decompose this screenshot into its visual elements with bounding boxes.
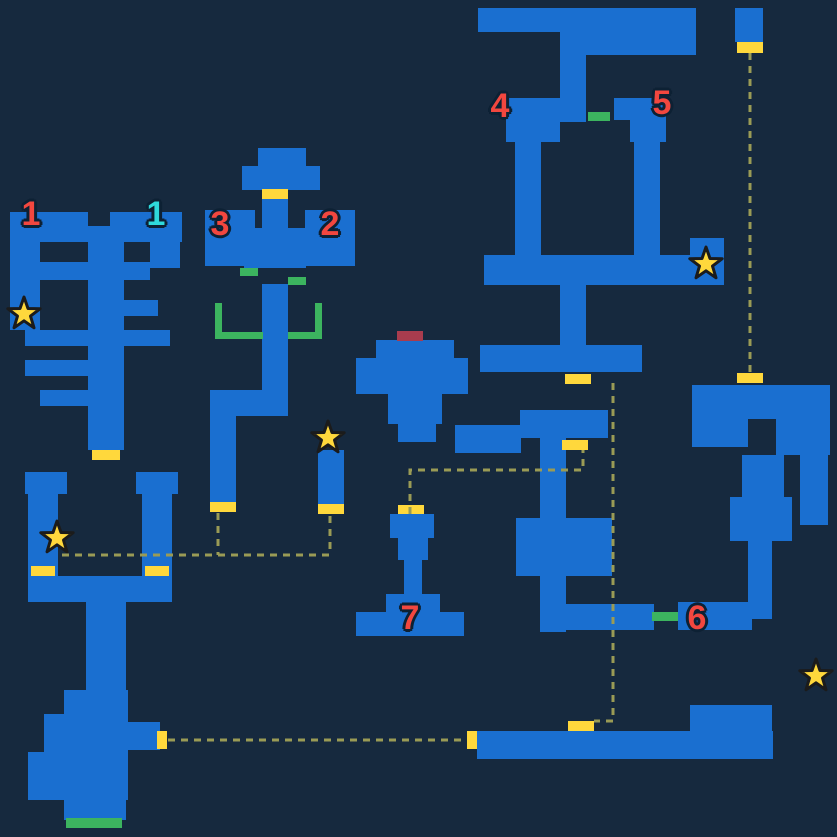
star-marker <box>6 295 42 330</box>
door-marker <box>145 566 169 576</box>
door-marker <box>565 374 591 384</box>
mid-complex-tile <box>520 410 608 438</box>
bottom-left-boot-tile <box>64 690 128 718</box>
goblet-tile <box>398 538 428 560</box>
door-marker <box>737 42 763 53</box>
goblet-tile <box>390 514 434 538</box>
bottom-left-boot-tile <box>25 472 67 494</box>
mid-complex-tile <box>455 425 521 453</box>
door-marker <box>92 450 120 460</box>
green-marker <box>652 612 678 621</box>
right-complex-tile <box>776 405 830 455</box>
door-marker <box>262 189 288 199</box>
map-label-1-cyan: 1 <box>146 195 166 233</box>
bottom-corridor-tile <box>690 705 772 731</box>
door-marker <box>31 566 55 576</box>
goblet-tile <box>356 612 464 636</box>
star-marker <box>310 419 346 454</box>
red-marker <box>397 331 423 341</box>
bottom-left-boot-tile <box>64 786 126 820</box>
map-hole <box>88 212 110 226</box>
star-marker <box>688 245 724 280</box>
green-marker <box>588 112 610 121</box>
top-left-fishbone-tile <box>124 300 158 316</box>
door-marker <box>737 373 763 383</box>
mid-complex-tile <box>516 518 612 576</box>
map-label-5: 5 <box>652 84 672 122</box>
right-complex-tile <box>730 497 792 541</box>
map-label-1: 1 <box>21 195 41 233</box>
top-middle-dome-tile <box>244 228 306 268</box>
top-right-complex-tile <box>506 98 560 142</box>
green-marker <box>215 303 222 339</box>
top-left-fishbone-tile <box>124 262 150 280</box>
green-marker <box>315 303 322 339</box>
mid-complex-tile <box>540 438 566 518</box>
top-right-complex-tile <box>484 255 724 285</box>
bottom-left-boot-tile <box>28 576 172 602</box>
map-hole <box>614 120 630 142</box>
top-middle-dome-tile <box>305 210 355 266</box>
top-left-fishbone-tile <box>25 330 88 346</box>
center-amoeba-tile <box>388 394 442 424</box>
right-complex-tile <box>748 541 772 619</box>
right-complex-tile <box>742 455 784 497</box>
center-amoeba-tile <box>398 424 436 442</box>
map-label-4: 4 <box>490 87 510 125</box>
dashed-route <box>408 450 585 514</box>
top-middle-dome-tile <box>210 390 288 416</box>
right-complex-tile <box>678 602 752 630</box>
door-marker <box>562 440 588 450</box>
goblet-tile <box>386 594 440 612</box>
top-right-complex-tile <box>583 30 696 55</box>
star-marker <box>39 519 75 554</box>
top-right-complex-tile <box>735 8 763 42</box>
top-middle-dome-tile <box>242 166 320 190</box>
right-complex-tile <box>692 419 748 447</box>
top-right-complex-tile <box>478 8 696 32</box>
green-marker <box>215 332 263 339</box>
top-right-complex-tile <box>634 142 660 255</box>
bottom-left-boot-tile <box>126 722 160 750</box>
top-right-complex-tile <box>560 285 586 345</box>
top-middle-dome-tile <box>210 416 236 502</box>
top-right-complex-tile <box>560 26 586 122</box>
top-middle-dome-tile <box>318 450 344 506</box>
top-left-fishbone-tile <box>88 242 124 450</box>
top-left-fishbone-tile <box>40 390 88 406</box>
door-marker <box>157 731 167 749</box>
dashed-route <box>594 383 615 723</box>
bottom-left-boot-tile <box>86 602 126 698</box>
top-middle-dome-tile <box>258 148 306 168</box>
bottom-corridor-tile <box>477 731 773 759</box>
bottom-left-boot-tile <box>136 472 178 494</box>
mid-complex-tile <box>540 604 654 630</box>
center-amoeba-tile <box>356 358 468 394</box>
top-left-fishbone-tile <box>40 262 88 280</box>
top-left-fishbone-tile <box>25 360 88 376</box>
map-label-3: 3 <box>210 205 230 243</box>
green-marker <box>240 268 258 276</box>
bottom-left-boot-tile <box>44 714 128 758</box>
door-marker <box>467 731 477 749</box>
top-middle-dome-tile <box>262 198 288 230</box>
top-left-fishbone-tile <box>150 242 180 268</box>
map-label-6: 6 <box>687 599 707 637</box>
map-label-7: 7 <box>400 599 420 637</box>
door-marker <box>210 502 236 512</box>
green-marker <box>66 818 122 828</box>
door-marker <box>568 721 594 731</box>
green-marker <box>288 277 306 285</box>
bottom-left-boot-tile <box>142 492 172 578</box>
right-complex-tile <box>800 455 828 525</box>
star-marker <box>798 657 834 692</box>
green-marker <box>288 332 322 339</box>
map-label-2: 2 <box>320 205 340 243</box>
top-left-fishbone-tile <box>124 330 170 346</box>
door-marker <box>318 504 344 514</box>
top-right-complex-tile <box>515 142 541 255</box>
goblet-tile <box>404 560 422 594</box>
top-right-complex-tile <box>480 345 642 372</box>
